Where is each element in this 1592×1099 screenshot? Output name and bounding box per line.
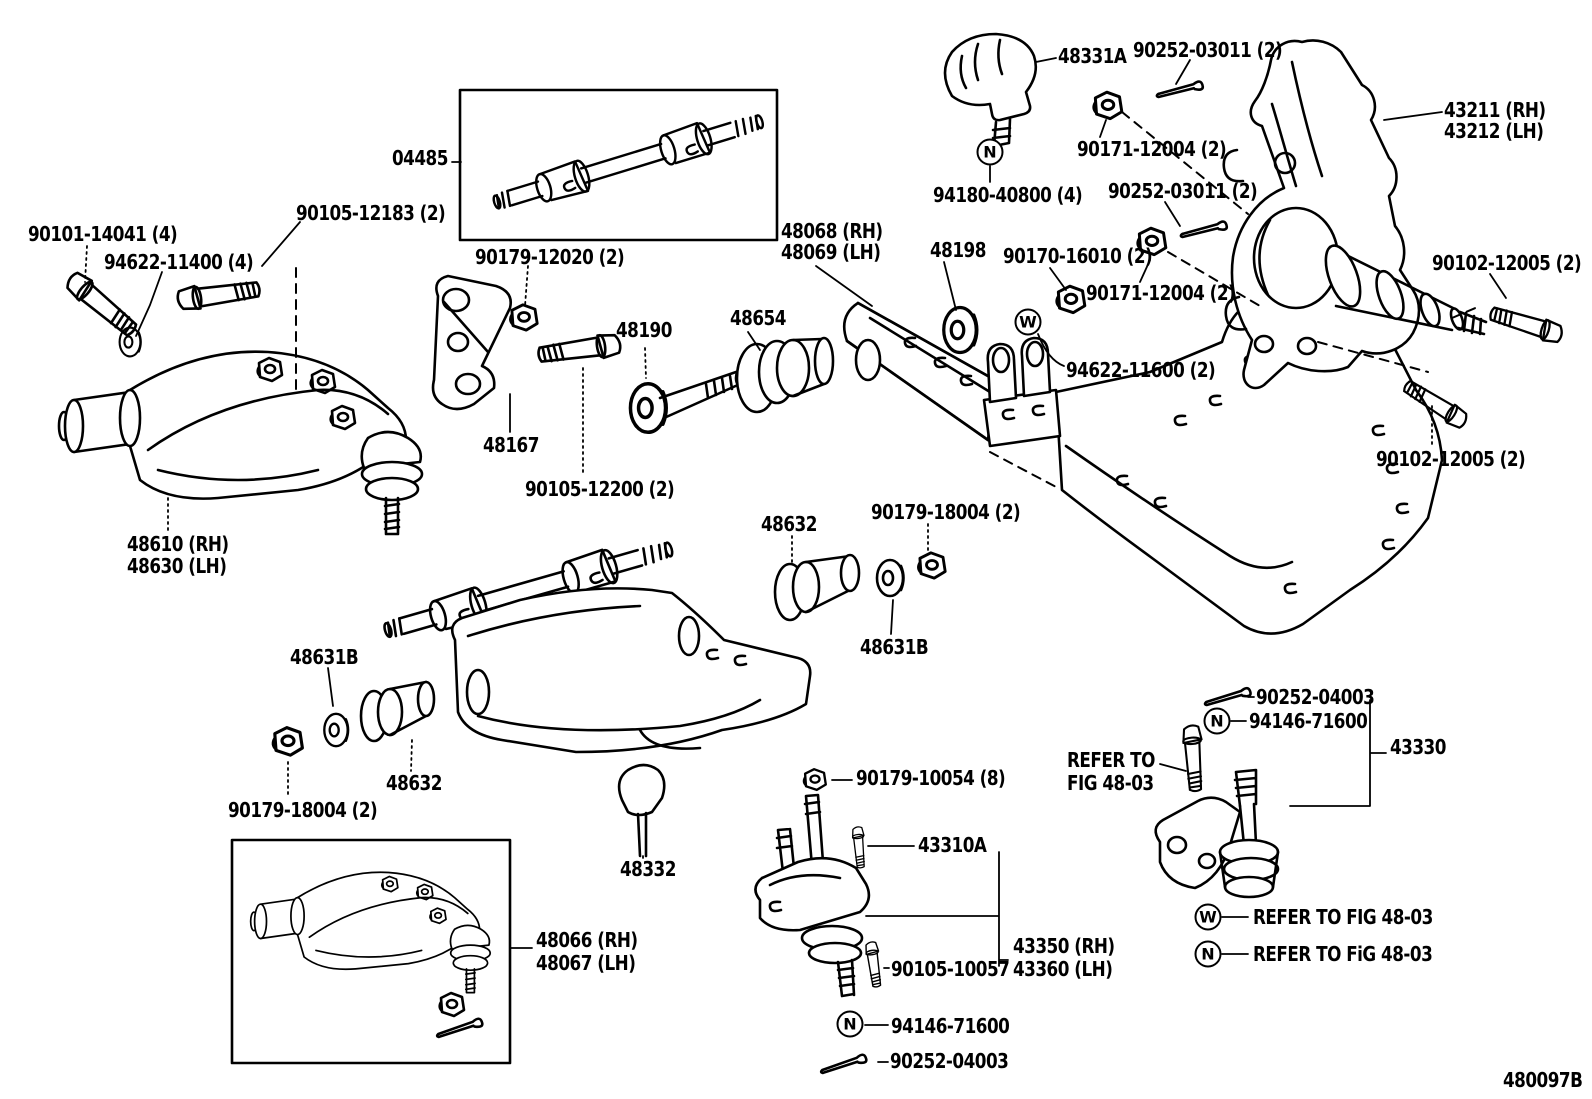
part-label-p48632a: 48632 [761,512,817,536]
part-label-p48198: 48198 [930,238,986,262]
part-label-prefer1b: FIG 48-03 [1067,771,1154,795]
part-label-p90179-12020: 90179-12020 (2) [475,245,625,269]
circled-symbol-symN-legend: N [1194,940,1222,968]
part-label-p04485: 04485 [392,146,448,170]
bushing-48632-right [773,553,861,622]
washer-48631B-right [875,558,905,598]
bolt-48190 [628,368,746,435]
bolt-refer-fig [1181,723,1207,793]
part-label-legendN-text: REFER TO FiG 48-03 [1253,942,1433,966]
nut-90170-16010 [1055,284,1087,315]
dotted-leaders [84,245,1433,859]
washer-48631B-left [323,712,350,748]
part-label-p90105-10057: 90105-10057 [891,957,1010,981]
part-label-p43211: 43211 (RH) [1444,98,1546,122]
nut-90171-12004-upper [1092,90,1124,121]
part-label-p90171-12004a: 90171-12004 (2) [1077,137,1227,161]
part-label-p48331A: 48331A [1058,44,1127,68]
part-label-figure-code: 480097B [1503,1068,1583,1092]
nut-90179-18004-left [271,726,304,757]
nut-90179-18004-right [917,551,947,580]
part-label-p48167: 48167 [483,433,539,457]
part-label-p43212: 43212 (LH) [1444,119,1544,143]
circled-symbol-symN-43330: N [1203,707,1231,735]
bolt-90105-12200 [535,331,623,369]
part-label-p48332: 48332 [620,857,676,881]
bushing-48654 [735,336,835,414]
circled-symbol-symN-43350: N [836,1010,864,1038]
box-04485 [458,88,779,242]
washer-48198 [942,305,979,355]
part-label-p48631Ba: 48631B [860,635,929,659]
part-label-prefer1a: REFER TO [1067,748,1155,772]
part-label-p43310A: 43310A [918,833,987,857]
ball-joint-43350 [754,793,871,998]
part-label-p48190: 48190 [616,318,672,342]
part-label-p94146-71600b: 94146-71600 [891,1014,1010,1038]
part-label-p90179-18004b: 90179-18004 (2) [228,798,378,822]
assembly-dashed-lines [295,111,1481,489]
part-label-p94180-40800: 94180-40800 (4) [933,183,1083,207]
bushing-48632-left [359,680,436,743]
part-label-p94622-11400: 94622-11400 (4) [104,250,254,274]
part-label-p90171-12004b: 90171-12004 (2) [1086,281,1236,305]
bolt-90102-12005-upper [1486,302,1566,347]
bolt-90105-12183 [175,275,263,313]
part-label-p90105-12200: 90105-12200 (2) [525,477,675,501]
part-label-p90179-18004a: 90179-18004 (2) [871,500,1021,524]
part-label-p90170-16010: 90170-16010 (2) [1003,244,1153,268]
circled-symbol-symN-top: N [976,138,1004,166]
part-label-p90252-04003b: 90252-04003 [890,1049,1009,1073]
cotter-pin-90252-03011-upper [1154,79,1205,99]
bolt-90105-10057 [863,940,885,989]
nut-90179-10054 [802,768,827,792]
lower-arm-bracket-48068 [843,296,1444,635]
bumper-48332 [617,763,666,858]
cotter-pin-90252-03011-lower [1178,219,1229,239]
part-label-p90102-12005a: 90102-12005 (2) [1432,251,1582,275]
part-label-p48068: 48068 (RH) [781,219,883,243]
ball-joint-43330 [1154,768,1280,899]
part-label-p90179-10054: 90179-10054 (8) [856,766,1006,790]
part-label-p90102-12005b: 90102-12005 (2) [1376,447,1526,471]
part-label-p94622-11600: 94622-11600 (2) [1066,358,1216,382]
part-label-p48066: 48066 (RH) [536,928,638,952]
part-label-p48654: 48654 [730,306,786,330]
circled-symbol-symW-mid: W [1014,308,1042,336]
cotter-pin-90252-04003-bottom [818,1052,869,1075]
box-48066 [230,838,512,1065]
part-label-p43360: 43360 (LH) [1013,957,1113,981]
bolt-90101-14041 [61,267,143,341]
part-label-p48069: 48069 (LH) [781,240,881,264]
nut-90179-12020 [509,303,539,332]
circled-symbol-symW-legend: W [1194,903,1222,931]
cotter-pin-90252-04003-right [1202,686,1253,707]
part-label-p48067: 48067 (LH) [536,951,636,975]
part-label-p43330: 43330 [1390,735,1446,759]
part-label-p90252-03011a: 90252-03011 (2) [1133,38,1283,62]
leader-lines [135,57,1507,1063]
part-label-p90105-12183: 90105-12183 (2) [296,201,446,225]
part-label-p43350: 43350 (RH) [1013,934,1115,958]
part-label-p48610: 48610 (RH) [127,532,229,556]
part-label-p94146-71600a: 94146-71600 [1249,709,1368,733]
part-label-p48632b: 48632 [386,771,442,795]
steering-knuckle-43211 [1222,39,1488,390]
upper-control-arm-middle [450,587,812,754]
bumper-48331A [943,32,1038,148]
upper-control-arm-48610 [59,352,422,534]
part-label-p90252-03011b: 90252-03011 (2) [1108,179,1258,203]
bolt-43310A [851,825,868,870]
part-label-legendW-text: REFER TO FIG 48-03 [1253,905,1433,929]
part-label-p48630: 48630 (LH) [127,554,227,578]
part-label-p48631Bb: 48631B [290,645,359,669]
part-label-p90252-04003a: 90252-04003 [1256,685,1375,709]
link-48167 [431,274,512,411]
part-label-p90101-14041: 90101-14041 (4) [28,222,178,246]
